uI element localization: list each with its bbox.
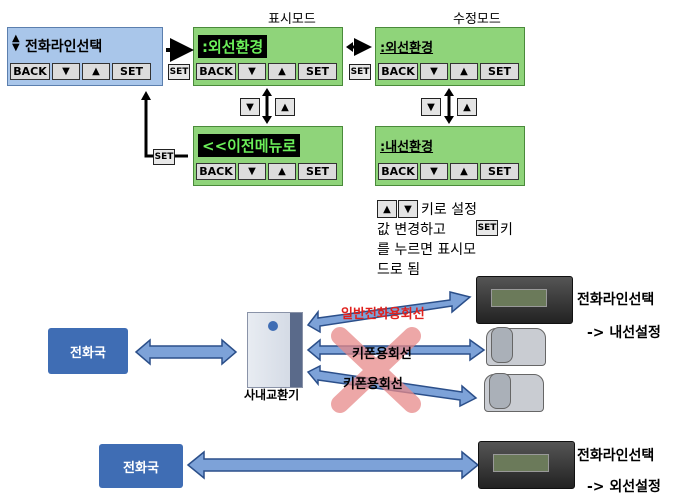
instruction-line-3: 를 누르면 표시모 — [377, 242, 477, 258]
up-key-icon: ▲ — [457, 98, 477, 116]
panel-button-row: BACK ▼ ▲ SET — [378, 63, 522, 82]
set-button[interactable]: SET — [480, 63, 519, 80]
device-unit — [478, 441, 575, 489]
phone-icon — [484, 373, 544, 412]
instruction-line-2b: 키 — [500, 222, 513, 238]
back-button[interactable]: BACK — [10, 63, 50, 80]
result-internal-title: 전화라인선택 — [577, 292, 655, 308]
down-button[interactable]: ▼ — [238, 63, 266, 80]
down-key-icon: ▼ — [240, 98, 260, 116]
pbx-cabinet — [247, 312, 303, 388]
back-button[interactable]: BACK — [378, 63, 418, 80]
instruction-line-1: 키로 설정 — [421, 202, 477, 218]
panel-button-row: BACK ▼ ▲ SET — [10, 63, 160, 82]
result-external-value: -> 외선설정 — [587, 479, 661, 495]
pbx-side — [290, 313, 302, 387]
line-select-title: 전화라인선택 — [25, 39, 103, 55]
display-mode-panel-bottom: <<이전메뉴로 BACK ▼ ▲ SET — [193, 126, 343, 186]
external-env-edit: :외선환경 — [380, 41, 434, 56]
down-button[interactable]: ▼ — [420, 163, 448, 180]
back-button[interactable]: BACK — [378, 163, 418, 180]
back-button[interactable]: BACK — [196, 163, 236, 180]
set-button[interactable]: SET — [298, 163, 337, 180]
edit-mode-panel-bottom: :내선환경 BACK ▼ ▲ SET — [375, 126, 525, 186]
external-env-highlight: :외선환경 — [198, 35, 268, 58]
panel-button-row: BACK ▼ ▲ SET — [196, 63, 340, 82]
internal-env-edit: :내선환경 — [380, 140, 434, 155]
up-button[interactable]: ▲ — [450, 63, 478, 80]
instruction-line-4: 드로 됨 — [377, 262, 421, 278]
down-key-icon: ▼ — [398, 200, 418, 218]
edit-mode-panel-top: :외선환경 BACK ▼ ▲ SET — [375, 27, 525, 86]
previous-menu-highlight: <<이전메뉴로 — [198, 134, 301, 157]
device-screen — [493, 454, 549, 472]
central-office-box: 전화국 — [48, 328, 128, 374]
set-key-icon: SET — [349, 64, 371, 80]
general-line-label: 일반전화용회선 — [341, 307, 425, 322]
central-office-box: 전화국 — [99, 444, 183, 488]
set-key-icon: SET — [153, 149, 175, 165]
set-key-icon: SET — [168, 64, 190, 80]
phone-handset — [491, 327, 513, 363]
result-internal-value: -> 내선설정 — [587, 325, 661, 341]
display-mode-panel-top: :외선환경 BACK ▼ ▲ SET — [193, 27, 343, 86]
pbx-label: 사내교환기 — [244, 388, 300, 402]
set-button[interactable]: SET — [298, 63, 337, 80]
device-screen — [491, 289, 547, 307]
pbx-logo-icon — [268, 321, 278, 331]
line-select-panel: ▲▼ 전화라인선택 BACK ▼ ▲ SET — [7, 27, 163, 86]
up-button[interactable]: ▲ — [268, 63, 296, 80]
down-button[interactable]: ▼ — [420, 63, 448, 80]
set-button[interactable]: SET — [480, 163, 519, 180]
up-down-indicator-icon: ▲▼ — [12, 33, 20, 53]
up-key-icon: ▲ — [377, 200, 397, 218]
down-button[interactable]: ▼ — [52, 63, 80, 80]
result-external-title: 전화라인선택 — [577, 448, 655, 464]
instruction-line-2a: 값 변경하고 — [377, 222, 446, 238]
phone-icon — [486, 327, 546, 366]
keyphone-line-label-2: 키폰용회선 — [343, 377, 403, 392]
phone-handset — [489, 373, 511, 409]
edit-mode-label: 수정모드 — [453, 12, 501, 27]
back-button[interactable]: BACK — [196, 63, 236, 80]
up-button[interactable]: ▲ — [82, 63, 110, 80]
keyphone-line-label-1: 키폰용회선 — [352, 347, 412, 362]
up-key-icon: ▲ — [275, 98, 295, 116]
down-key-icon: ▼ — [421, 98, 441, 116]
set-key-icon: SET — [476, 220, 498, 236]
down-button[interactable]: ▼ — [238, 163, 266, 180]
panel-button-row: BACK ▼ ▲ SET — [378, 163, 522, 182]
device-unit — [476, 276, 573, 324]
set-button[interactable]: SET — [112, 63, 151, 80]
panel-button-row: BACK ▼ ▲ SET — [196, 163, 340, 182]
up-button[interactable]: ▲ — [450, 163, 478, 180]
up-button[interactable]: ▲ — [268, 163, 296, 180]
display-mode-label: 표시모드 — [268, 12, 316, 27]
